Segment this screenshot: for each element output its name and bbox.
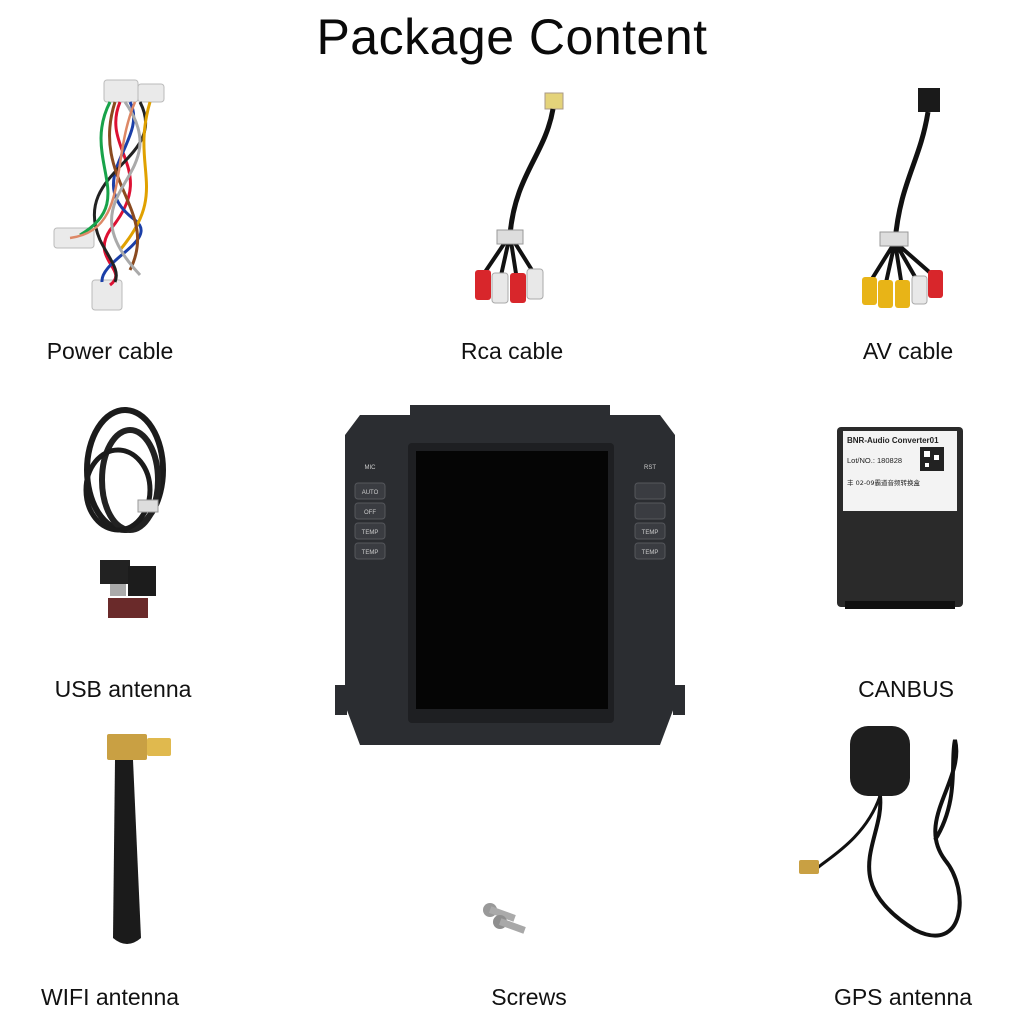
usb-antenna-image	[70, 400, 180, 630]
canbus-line3: 丰 02-09霸道音频转换盒	[847, 478, 920, 487]
gps-antenna-label: GPS antenna	[833, 984, 973, 1010]
gps-antenna-icon	[799, 726, 962, 938]
usb-antenna-label: USB antenna	[54, 676, 192, 702]
usb-cable-icon	[83, 407, 166, 618]
temp-down-label: TEMP	[362, 550, 379, 556]
screws-image	[470, 890, 540, 950]
head-unit-icon: MIC AUTO OFF TEMP TEMP RST TEMP TEMP	[335, 405, 685, 745]
power-cable-label: Power cable	[46, 338, 174, 364]
av-cable-image	[850, 82, 960, 317]
power-cable-icon	[53, 79, 165, 311]
temp-up-label: TEMP	[362, 530, 379, 536]
right-temp-up-label: TEMP	[642, 530, 659, 536]
canbus-image: BNR-Audio Converter01 Lot/NO.: 180828 丰 …	[835, 425, 965, 615]
wifi-antenna-icon	[107, 734, 171, 944]
rca-cable-icon	[475, 92, 564, 304]
wifi-antenna-image	[85, 728, 185, 953]
gps-antenna-image	[795, 720, 985, 950]
canbus-label: CANBUS	[858, 676, 954, 702]
rst-label: RST	[644, 465, 656, 471]
screws-label: Screws	[491, 984, 567, 1010]
rca-cable-label: Rca cable	[460, 338, 564, 364]
auto-button-label: AUTO	[362, 490, 379, 496]
page-title: Package Content	[316, 9, 708, 65]
power-cable-image	[40, 70, 190, 325]
screws-icon	[483, 903, 526, 934]
canbus-line1: BNR-Audio Converter01	[847, 436, 939, 445]
av-cable-label: AV cable	[862, 338, 954, 364]
head-unit-image: MIC AUTO OFF TEMP TEMP RST TEMP TEMP	[330, 405, 690, 760]
right-temp-down-label: TEMP	[642, 550, 659, 556]
canbus-box-icon: BNR-Audio Converter01 Lot/NO.: 180828 丰 …	[837, 427, 963, 609]
rca-cable-image	[455, 85, 575, 310]
off-button-label: OFF	[364, 510, 376, 516]
wifi-antenna-label: WIFI antenna	[40, 984, 180, 1010]
mic-label: MIC	[365, 465, 377, 471]
canbus-line2: Lot/NO.: 180828	[847, 456, 902, 465]
av-cable-icon	[862, 88, 943, 308]
